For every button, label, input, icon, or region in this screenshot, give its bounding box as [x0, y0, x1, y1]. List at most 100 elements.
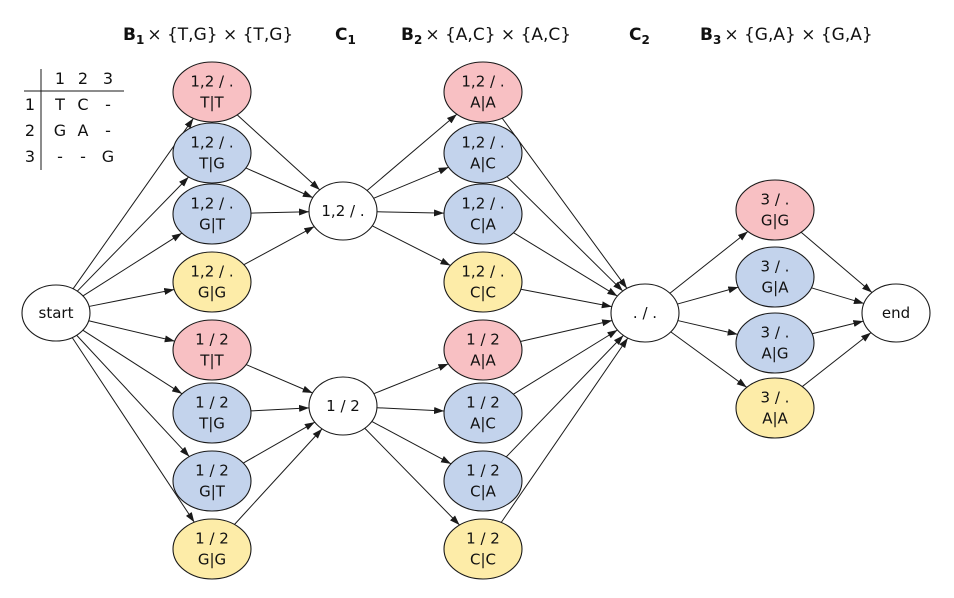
node-ellipse [308, 181, 378, 241]
node-b2_2: 1,2 / .C|A [443, 183, 523, 245]
edge-start-to-b1_1 [76, 176, 189, 292]
node-b2_3: 1,2 / . C|C [443, 251, 523, 313]
node-genotype: T|G [198, 415, 225, 433]
node-end: end [861, 283, 931, 343]
edge-start-to-b1_3 [88, 288, 175, 307]
node-genotype: C|C [470, 551, 496, 569]
node-ellipse [735, 377, 815, 439]
node-ellipse [735, 179, 815, 241]
node-ellipse [172, 450, 252, 512]
edge-b3_2-to-end [811, 320, 864, 335]
node-label: 1,2 / . [461, 263, 504, 281]
node-genotype: A|A [470, 94, 496, 112]
node-label: 1 / 2 [195, 331, 229, 349]
node-genotype: A|A [470, 352, 496, 370]
node-label: 1,2 / . [190, 134, 233, 152]
edge-c1_0-to-b2_2 [376, 209, 445, 217]
table-cell: C [77, 95, 88, 114]
node-b2_7: 1 / 2C|C [443, 518, 523, 580]
node-label: 3 / . [761, 258, 790, 276]
node-genotype: C|A [470, 483, 497, 501]
node-label: 3 / . [761, 191, 790, 209]
edge-c1_1-to-b2_4 [373, 363, 449, 395]
node-label: 1,2 / . [190, 263, 233, 281]
node-ellipse [443, 61, 523, 123]
node-b3_3: 3 / .A|A [735, 377, 815, 439]
edge-b1_3-to-c1_0 [243, 226, 315, 266]
node-ellipse [443, 450, 523, 512]
edge-b1_1-to-c1_0 [245, 167, 314, 199]
edge-b2_1-to-c2_0 [506, 176, 624, 292]
edge-c1_0-to-b2_1 [373, 166, 449, 199]
table-col-header: 3 [103, 69, 113, 88]
node-ellipse [172, 122, 252, 184]
node-label: end [882, 304, 910, 322]
node-genotype: T|G [198, 155, 225, 173]
genotype-table: 1 2 3 1 T C - 2 G A - 3 - - G [24, 69, 124, 170]
node-genotype: G|T [199, 483, 226, 501]
node-genotype: T|T [199, 94, 224, 112]
node-b1_1: 1,2 / . T|G [172, 122, 252, 184]
table-cell: - [105, 121, 111, 140]
node-ellipse [610, 283, 680, 343]
table-cell: T [54, 95, 65, 114]
node-b1_5: 1 / 2T|G [172, 382, 252, 444]
node-b2_5: 1 / 2 A|C [443, 382, 523, 444]
edge-c2_0-to-b3_3 [670, 331, 748, 388]
edge-b1_6-to-c1_1 [243, 421, 316, 464]
node-b3_2: 3 / .A|G [735, 312, 815, 374]
header-c2: C2 [629, 25, 650, 47]
node-ellipse [443, 122, 523, 184]
edges [71, 113, 873, 526]
table-col-header: 1 [55, 69, 65, 88]
node-ellipse [172, 518, 252, 580]
node-label: 1 / 2 [466, 394, 500, 412]
node-genotype: G|G [198, 551, 226, 569]
node-label: 1 / 2 [195, 462, 229, 480]
node-b2_1: 1,2 / .A|C [443, 122, 523, 184]
edge-b1_4-to-c1_1 [245, 364, 313, 394]
node-b2_4: 1 / 2 A|A [443, 319, 523, 381]
node-label: 1,2 / . [190, 195, 233, 213]
node-ellipse [443, 382, 523, 444]
edge-b2_6-to-c2_0 [505, 335, 624, 458]
edge-c1_0-to-b2_3 [371, 225, 451, 266]
node-ellipse [172, 61, 252, 123]
node-genotype: C|C [470, 284, 496, 302]
edge-b3_0-to-end [800, 231, 873, 293]
node-c1_1: 1 / 2 [308, 376, 378, 436]
edge-b2_7-to-c2_0 [500, 337, 629, 523]
edge-start-to-b1_4 [88, 320, 175, 343]
edge-start-to-b1_7 [71, 337, 195, 523]
edge-b2_0-to-c2_0 [501, 117, 628, 289]
node-b1_2: 1,2 / . G|T [172, 183, 252, 245]
node-ellipse [21, 284, 91, 342]
node-genotype: A|C [470, 415, 496, 433]
node-label: 1 / 2 [466, 331, 500, 349]
table-row-label: 3 [25, 147, 35, 166]
node-genotype: G|G [761, 212, 789, 230]
node-genotype: T|T [199, 352, 224, 370]
node-ellipse [735, 246, 815, 308]
node-b2_6: 1 / 2 C|A [443, 450, 523, 512]
node-genotype: G|A [762, 279, 790, 297]
node-genotype: G|T [199, 216, 226, 234]
edge-b2_4-to-c2_0 [520, 319, 613, 342]
node-start: start [21, 284, 91, 342]
node-label: 3 / . [761, 324, 790, 342]
node-label: 1 / 2 [466, 462, 500, 480]
edge-b1_5-to-c1_1 [250, 404, 310, 412]
node-label: 1,2 / . [190, 73, 233, 91]
node-ellipse [443, 518, 523, 580]
node-b1_0: 1,2 / . T|T [172, 61, 252, 123]
edge-c2_0-to-b3_0 [669, 231, 749, 294]
node-ellipse [308, 376, 378, 436]
edge-b1_2-to-c1_0 [250, 208, 310, 216]
node-ellipse [861, 283, 931, 343]
header-b3: B3× {G,A} × {G,A} [700, 25, 873, 47]
node-ellipse [443, 183, 523, 245]
node-label: 1,2 / . [461, 195, 504, 213]
node-ellipse [172, 251, 252, 313]
